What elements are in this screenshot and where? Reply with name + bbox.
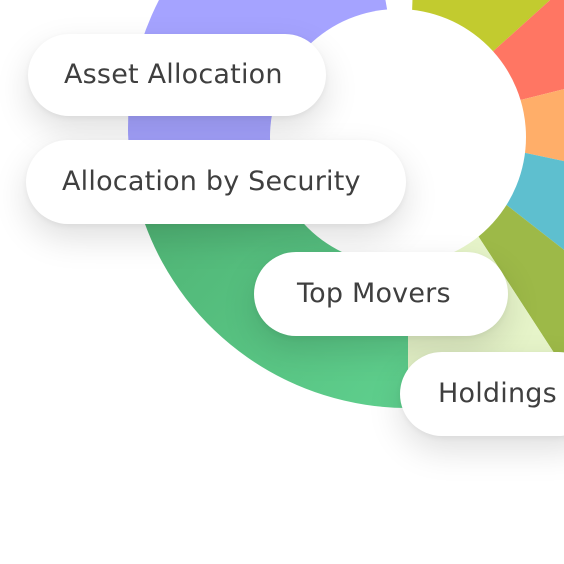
holdings-label: Holdings bbox=[438, 378, 557, 409]
holdings-button[interactable]: Holdings bbox=[400, 352, 564, 436]
top-movers-button[interactable]: Top Movers bbox=[254, 252, 508, 336]
asset-allocation-button[interactable]: Asset Allocation bbox=[28, 34, 326, 116]
allocation-by-security-button[interactable]: Allocation by Security bbox=[26, 140, 406, 224]
asset-allocation-label: Asset Allocation bbox=[64, 59, 283, 90]
allocation-by-security-label: Allocation by Security bbox=[62, 166, 361, 197]
top-movers-label: Top Movers bbox=[297, 278, 451, 309]
